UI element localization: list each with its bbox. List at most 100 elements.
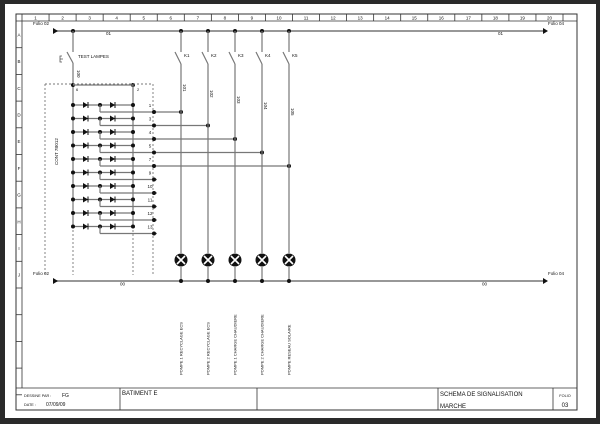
junction-dot bbox=[71, 184, 75, 188]
diode-icon bbox=[110, 210, 115, 216]
terminal-dot bbox=[152, 137, 156, 141]
relay-contact bbox=[174, 51, 182, 65]
diode-icon bbox=[110, 183, 115, 189]
terminal-label: 7 bbox=[149, 157, 152, 162]
folio-to-label: Folio 04 bbox=[548, 21, 565, 26]
wire-label: 00 bbox=[120, 282, 126, 287]
column-label: 18 bbox=[493, 16, 499, 21]
terminal-label: 4 bbox=[149, 130, 152, 135]
sheet-frame bbox=[15, 13, 578, 411]
folio-from-label: Folio 02 bbox=[33, 21, 50, 26]
column-label: 20 bbox=[547, 16, 553, 21]
junction-dot bbox=[131, 184, 135, 188]
column-label: 8 bbox=[224, 16, 227, 21]
diode-icon bbox=[110, 196, 115, 203]
junction-dot bbox=[206, 279, 210, 283]
relay-contact-label: K2 bbox=[211, 53, 217, 58]
indicator-lamp-icon bbox=[201, 253, 215, 267]
column-label: 7 bbox=[197, 16, 200, 21]
lamp-description: POMPE RESEAU SOLAIRE bbox=[287, 324, 292, 375]
column-label: 13 bbox=[358, 16, 364, 21]
lamp-cross bbox=[257, 255, 267, 265]
junction-dot bbox=[71, 197, 75, 202]
diode-icon bbox=[110, 129, 115, 135]
terminal-dot bbox=[152, 123, 156, 128]
junction-dot bbox=[260, 279, 264, 283]
schematic-title: SCHEMA DE SIGNALISATION bbox=[440, 392, 523, 398]
indicator-lamp-icon bbox=[282, 253, 296, 267]
terminal-label: 1 bbox=[149, 103, 152, 108]
lamp-description: POMPE 2 CHARGE CHAUDIERE bbox=[260, 314, 265, 375]
row-label: I bbox=[18, 246, 19, 251]
junction-dot bbox=[71, 130, 75, 134]
row-label: F bbox=[18, 166, 21, 171]
junction-dot bbox=[131, 197, 135, 202]
terminal-dot bbox=[152, 191, 156, 195]
diode-icon bbox=[110, 115, 115, 122]
junction-dot bbox=[131, 170, 135, 175]
row-label: H bbox=[17, 219, 20, 224]
column-label: 6 bbox=[170, 16, 173, 21]
column-label: 1 bbox=[34, 16, 37, 21]
junction-dot bbox=[131, 211, 135, 215]
lamp-cross bbox=[203, 255, 213, 265]
column-label: 4 bbox=[115, 16, 118, 21]
junction-dot bbox=[131, 143, 135, 148]
column-label: 5 bbox=[142, 16, 145, 21]
row-label: B bbox=[17, 59, 20, 64]
relay-contact-label: K5 bbox=[292, 53, 298, 58]
terminal-dot bbox=[152, 164, 156, 168]
diode-icon bbox=[83, 129, 88, 135]
junction-dot bbox=[179, 279, 183, 283]
wire-label: 01 bbox=[498, 31, 504, 36]
diode-icon bbox=[83, 183, 88, 189]
indicator-lamp-icon bbox=[174, 253, 188, 267]
junction-dot bbox=[131, 157, 135, 161]
diode-icon bbox=[110, 223, 115, 230]
terminal-label: 11 bbox=[148, 198, 153, 203]
date-label: DATE : bbox=[24, 403, 36, 407]
junction-dot bbox=[71, 157, 75, 161]
arrow-icon bbox=[53, 278, 58, 284]
column-label: 16 bbox=[439, 16, 445, 21]
column-label: 12 bbox=[331, 16, 337, 21]
node-label: 2 bbox=[137, 87, 140, 92]
terminal-label: 3 bbox=[149, 117, 152, 122]
terminal-dot bbox=[152, 150, 156, 155]
junction-dot bbox=[287, 279, 291, 283]
diode-icon bbox=[83, 169, 88, 176]
test-switch-label: TEST LAMPES bbox=[78, 54, 109, 59]
junction-dot bbox=[71, 170, 75, 175]
folio-to-label: Folio 04 bbox=[548, 271, 565, 276]
column-label: 19 bbox=[520, 16, 526, 21]
node-label: 6 bbox=[76, 87, 79, 92]
date-value: 07/09/09 bbox=[46, 402, 66, 408]
lamp-description: POMPE 1 RECYCLAGE ECS bbox=[179, 322, 184, 375]
row-label: E bbox=[17, 139, 20, 144]
relay-contact bbox=[255, 51, 263, 65]
column-label: 15 bbox=[412, 16, 418, 21]
column-label: 9 bbox=[251, 16, 254, 21]
junction-dot bbox=[71, 224, 75, 229]
relay-contact bbox=[282, 51, 290, 65]
arrow-icon bbox=[53, 28, 58, 34]
folio-from-label: Folio 02 bbox=[33, 271, 50, 276]
terminal-label: 9 bbox=[149, 171, 152, 176]
terminal-dot bbox=[152, 204, 156, 209]
indicator-lamp-icon bbox=[255, 253, 269, 267]
row-label: D bbox=[17, 112, 21, 117]
terminal-dot bbox=[152, 177, 156, 182]
folio-number: 03 bbox=[562, 403, 569, 409]
diode-icon bbox=[110, 102, 115, 108]
schematic-subtitle: MARCHE bbox=[440, 404, 466, 410]
wire-number: 101 bbox=[182, 84, 187, 92]
terminal-label: 12 bbox=[147, 211, 153, 216]
wire-label: 00 bbox=[482, 282, 488, 287]
terminal-label: 5 bbox=[149, 144, 152, 149]
terminal-label: 10 bbox=[147, 184, 153, 189]
diode-icon bbox=[110, 142, 115, 149]
wire-number: 102 bbox=[209, 90, 214, 98]
junction-dot bbox=[131, 224, 135, 229]
column-label: 10 bbox=[276, 16, 282, 21]
